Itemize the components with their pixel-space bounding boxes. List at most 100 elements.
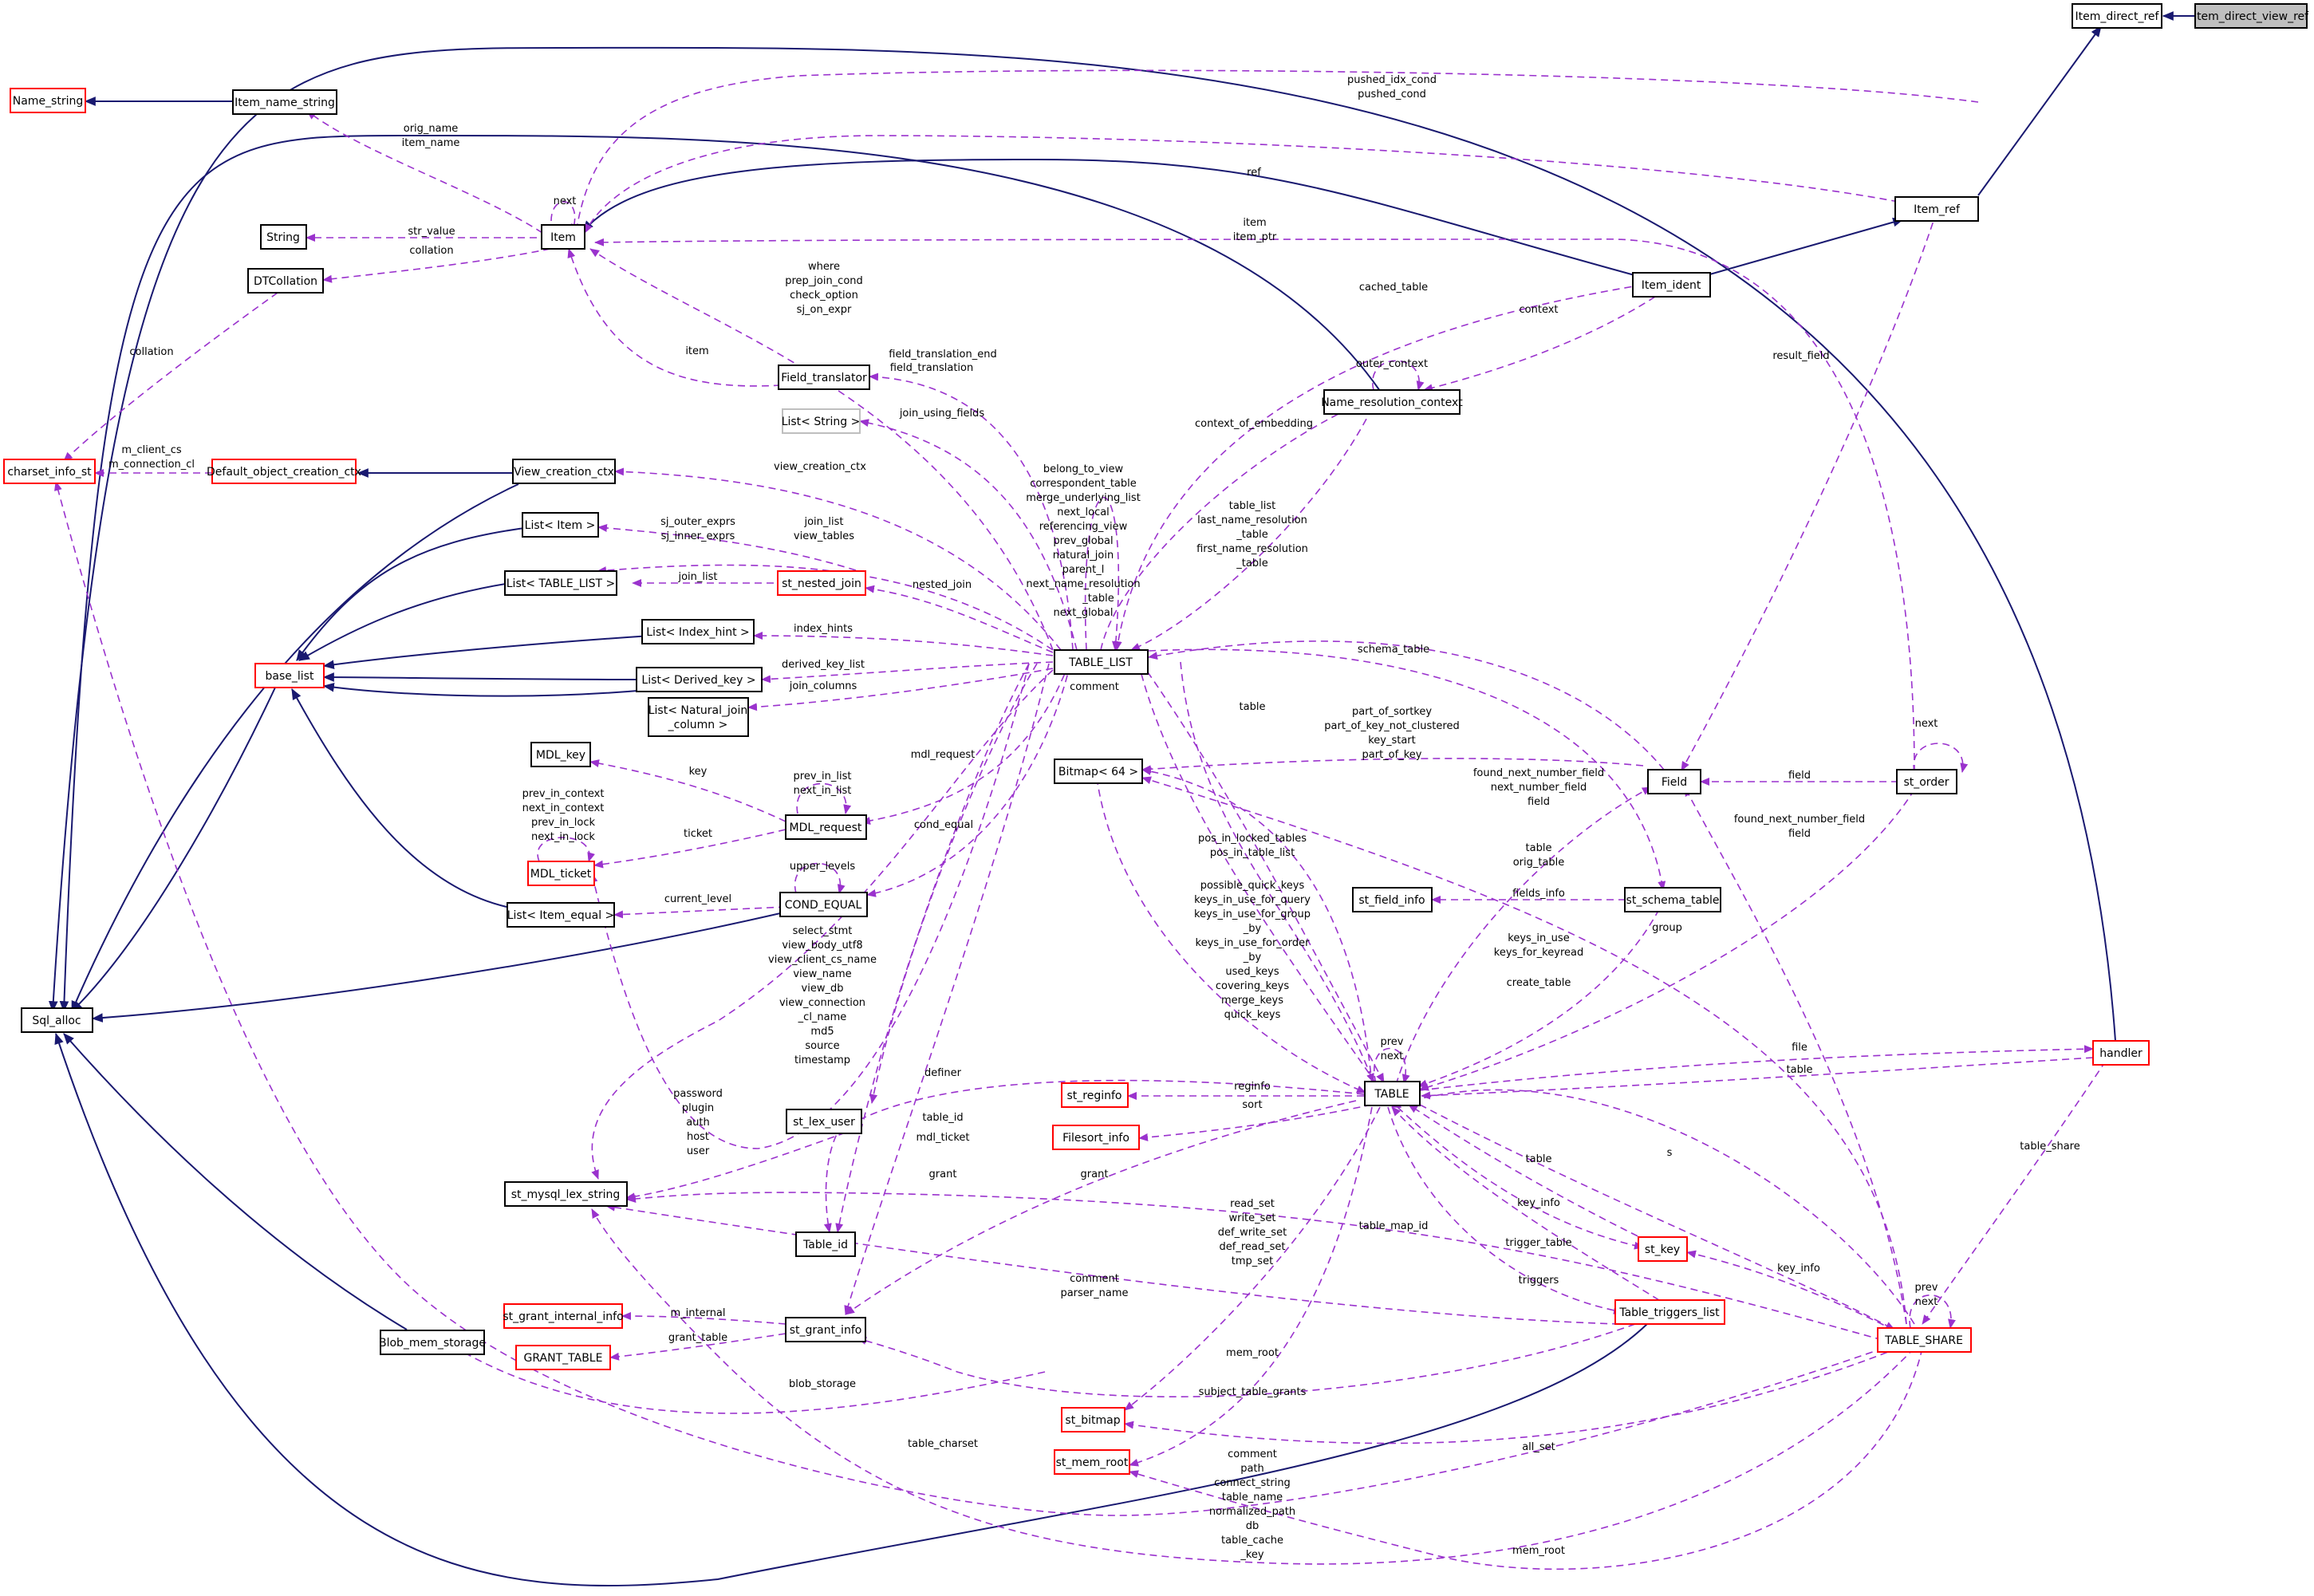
node-field[interactable]: Field xyxy=(1647,769,1701,794)
node-table-id[interactable]: Table_id xyxy=(795,1231,856,1257)
node-list-index-hint[interactable]: List< Index_hint > xyxy=(641,619,755,644)
edge-label: cond_equal xyxy=(914,819,973,831)
edge-label: file xyxy=(1792,1042,1807,1054)
node-item[interactable]: Item xyxy=(541,224,585,250)
node-list-string[interactable]: List< String > xyxy=(782,408,861,434)
node-blob-mem-storage[interactable]: Blob_mem_storage xyxy=(379,1330,486,1355)
node-list-item-equal[interactable]: List< Item_equal > xyxy=(507,902,615,928)
node-handler[interactable]: handler xyxy=(2092,1040,2150,1066)
node-mdl-key[interactable]: MDL_key xyxy=(530,742,591,767)
node-item-ident[interactable]: Item_ident xyxy=(1632,272,1711,298)
edge-sql-alloc-to-handler xyxy=(48,46,2116,1042)
edge-label: connect_string xyxy=(1214,1477,1291,1489)
node-list-item[interactable]: List< Item > xyxy=(522,512,599,538)
edge-table-list-to-st-grant-info xyxy=(844,663,1050,1315)
node-sql-alloc[interactable]: Sql_alloc xyxy=(21,1007,93,1033)
svg-text:handler: handler xyxy=(2099,1047,2143,1060)
edge-label: found_next_number_field xyxy=(1734,814,1865,826)
edge-field-translator-to-item xyxy=(567,248,782,387)
node-list-natural-join[interactable]: List< Natural_join_column > xyxy=(648,697,749,737)
node-item-ref[interactable]: Item_ref xyxy=(1894,196,1979,222)
edge-label: def_write_set xyxy=(1218,1227,1287,1239)
edge-label: m_internal xyxy=(670,1307,725,1319)
node-st-grant-internal-info[interactable]: st_grant_internal_info xyxy=(503,1303,624,1329)
edge-label: covering_keys xyxy=(1216,980,1289,992)
node-bitmap-64[interactable]: Bitmap< 64 > xyxy=(1054,759,1143,784)
edge-label: pushed_idx_cond xyxy=(1347,74,1437,86)
edge-item-self-next xyxy=(550,201,579,234)
node-item-name-string[interactable]: Item_name_string xyxy=(232,89,337,115)
svg-text:List< Derived_key >: List< Derived_key > xyxy=(641,674,755,687)
edge-st-order-to-item xyxy=(594,238,1915,773)
node-dtcollation[interactable]: DTCollation xyxy=(247,268,324,294)
edge-label: field_translation xyxy=(890,362,973,374)
svg-text:COND_EQUAL: COND_EQUAL xyxy=(785,899,862,912)
node-filesort-info[interactable]: Filesort_info xyxy=(1052,1125,1140,1150)
node-base-list[interactable]: base_list xyxy=(254,663,325,688)
node-table[interactable]: TABLE xyxy=(1364,1081,1421,1106)
node-st-nested-join[interactable]: st_nested_join xyxy=(777,570,866,596)
node-cond-equal[interactable]: COND_EQUAL xyxy=(779,892,868,917)
node-mdl-ticket[interactable]: MDL_ticket xyxy=(527,861,595,886)
node-charset-info-st[interactable]: charset_info_st xyxy=(3,459,96,484)
node-view-creation-ctx[interactable]: View_creation_ctx xyxy=(512,459,616,484)
node-name-string[interactable]: Name_string xyxy=(10,88,86,113)
edge-label: prev_in_lock xyxy=(531,817,596,829)
node-default-object-creation-ctx[interactable]: Default_object_creation_ctx xyxy=(207,459,361,484)
node-table-share[interactable]: TABLE_SHARE xyxy=(1877,1327,1972,1353)
edge-label: _by xyxy=(1243,952,1262,964)
edge-label: collation xyxy=(129,346,173,358)
node-grant-table[interactable]: GRANT_TABLE xyxy=(515,1345,611,1370)
svg-text:Item_ident: Item_ident xyxy=(1642,279,1701,292)
svg-text:Filesort_info: Filesort_info xyxy=(1062,1132,1129,1145)
edge-table-to-st-mem-root xyxy=(1129,1106,1373,1467)
node-mdl-request[interactable]: MDL_request xyxy=(785,814,867,840)
edge-label: db xyxy=(1246,1520,1259,1532)
node-item-direct-ref[interactable]: Item_direct_ref xyxy=(2072,3,2162,29)
edge-label: prev xyxy=(1914,1282,1938,1294)
node-table-list[interactable]: TABLE_LIST xyxy=(1054,649,1149,675)
node-st-mem-root[interactable]: st_mem_root xyxy=(1054,1449,1130,1475)
node-st-schema-table[interactable]: st_schema_table xyxy=(1624,887,1721,912)
svg-text:TABLE_SHARE: TABLE_SHARE xyxy=(1884,1334,1963,1347)
node-st-lex-user[interactable]: st_lex_user xyxy=(786,1109,862,1134)
edge-table-to-field xyxy=(1395,786,1652,1086)
node-name-resolution-context[interactable]: Name_resolution_context xyxy=(1321,389,1463,415)
node-st-order[interactable]: st_order xyxy=(1896,769,1957,794)
node-table-triggers-list[interactable]: Table_triggers_list xyxy=(1614,1299,1725,1325)
edge-st-grant-info-to-st-grant-internal-info xyxy=(621,1312,786,1325)
node-list-table-list[interactable]: List< TABLE_LIST > xyxy=(504,570,617,596)
edge-label: blob_storage xyxy=(789,1378,856,1390)
node-st-bitmap[interactable]: st_bitmap xyxy=(1061,1407,1125,1432)
node-st-reginfo[interactable]: st_reginfo xyxy=(1061,1082,1129,1108)
edge-table-share-to-bitmap xyxy=(1141,776,1907,1325)
edge-label: _by xyxy=(1243,923,1262,935)
svg-text:Field: Field xyxy=(1662,776,1687,789)
usage-edges xyxy=(54,69,2107,1570)
edge-table-to-table-list xyxy=(1137,664,1377,1084)
node-st-mysql-lex-string[interactable]: st_mysql_lex_string xyxy=(504,1181,628,1207)
edge-label: field_translation_end xyxy=(889,349,996,361)
node-field-translator[interactable]: Field_translator xyxy=(778,365,870,390)
edge-label: fields_info xyxy=(1512,888,1565,900)
node-list-derived-key[interactable]: List< Derived_key > xyxy=(636,667,763,692)
edge-label: context_of_embedding xyxy=(1195,418,1313,430)
edge-label: prev xyxy=(1380,1036,1403,1048)
node-item-direct-view-ref[interactable]: Item_direct_view_ref xyxy=(2194,3,2309,29)
edge-table-list-to-view-creation-ctx xyxy=(614,467,1062,651)
edge-table-list-to-bitmap-pos xyxy=(1180,661,1374,1083)
edge-label: next_in_list xyxy=(794,785,852,797)
node-st-grant-info[interactable]: st_grant_info xyxy=(785,1317,866,1342)
edge-label: keys_in_use xyxy=(1508,932,1569,944)
svg-text:Item: Item xyxy=(550,231,576,244)
edge-label: next xyxy=(554,195,577,207)
node-st-key[interactable]: st_key xyxy=(1638,1236,1688,1262)
svg-text:MDL_key: MDL_key xyxy=(536,749,585,762)
edge-st-lex-user-to-st-mysql-lex-string xyxy=(625,1132,846,1201)
edge-label: derived_key_list xyxy=(782,659,865,671)
edge-label: next_in_lock xyxy=(531,831,595,843)
edge-label: table_id xyxy=(922,1112,963,1124)
node-st-field-info[interactable]: st_field_info xyxy=(1352,887,1433,912)
node-string[interactable]: String xyxy=(260,224,307,250)
edge-item-ident-to-table-list xyxy=(1114,284,1644,651)
